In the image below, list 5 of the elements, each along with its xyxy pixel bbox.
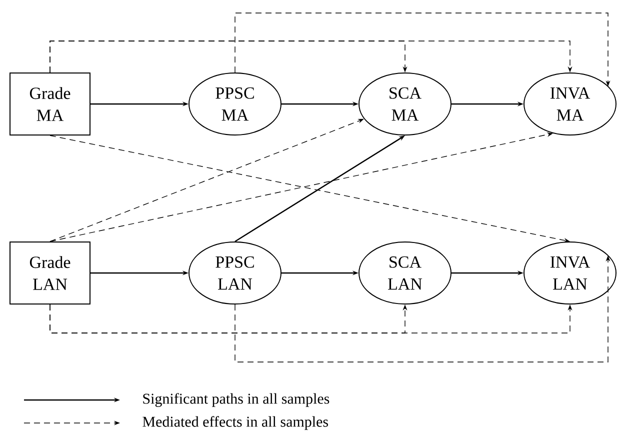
dashed-arrow [50,40,572,73]
grade-box: Grade MA [10,72,90,136]
legend-text: Significant paths in all samples [143,393,330,407]
legend-text: Mediated effects in all samples [142,416,328,430]
grade-box: Grade LAN [10,242,90,304]
